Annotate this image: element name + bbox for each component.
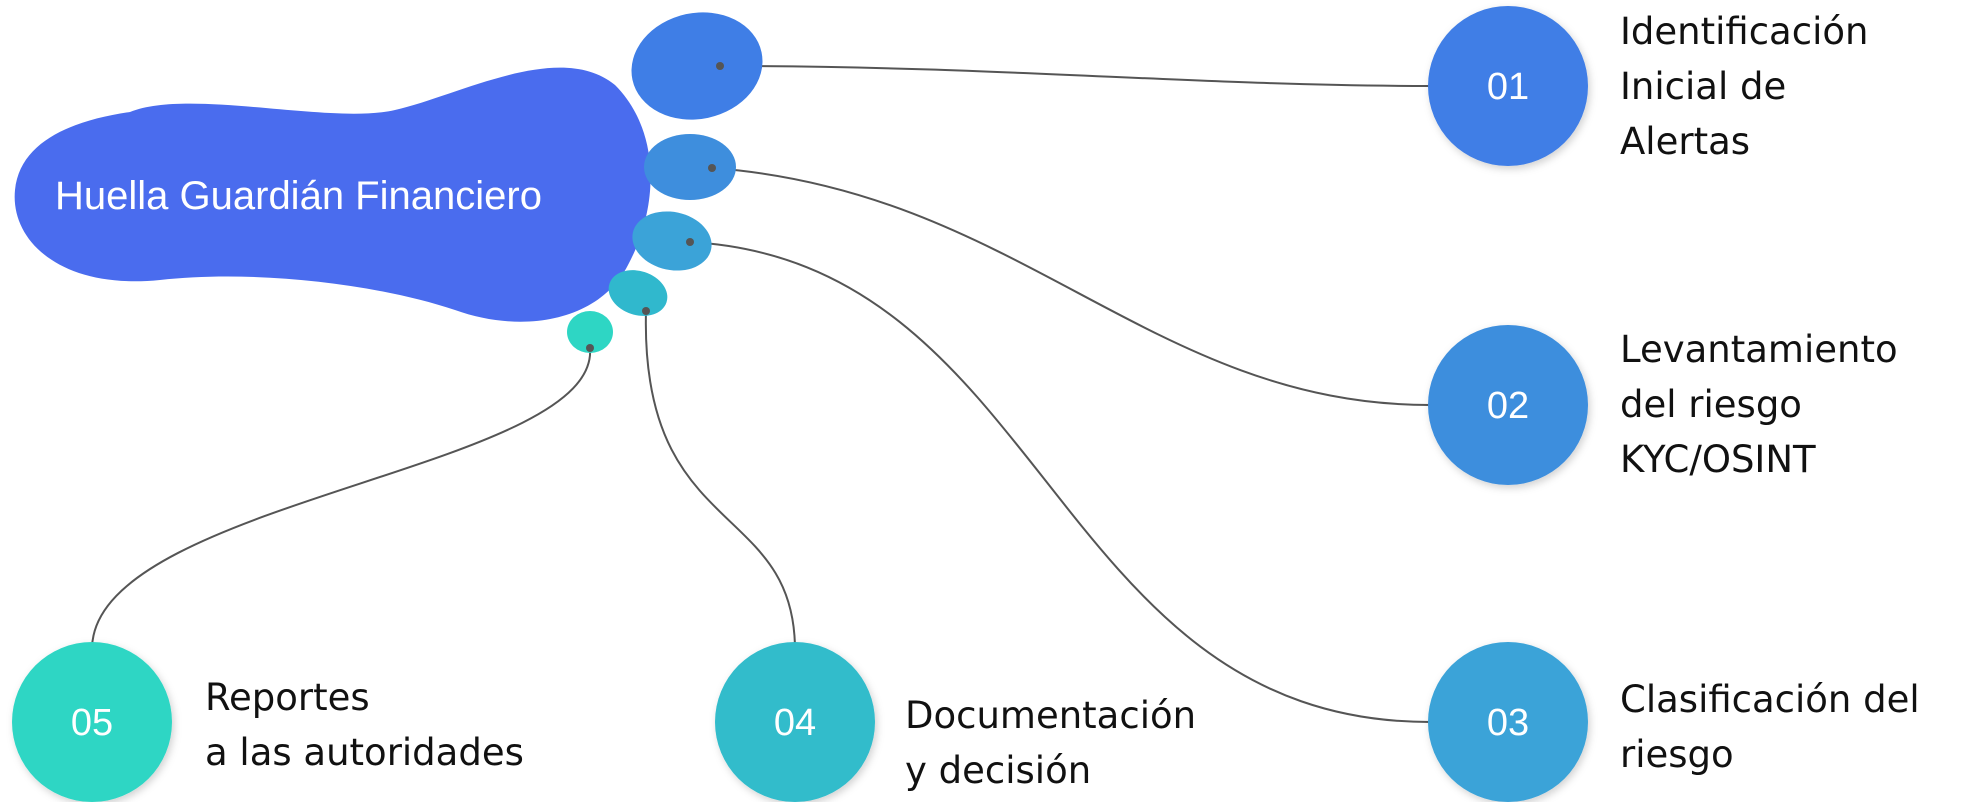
anchor-dot-1 [716,62,724,70]
step-label-03: Clasificación del riesgo [1620,672,1920,782]
step-circle-03 [1428,642,1588,802]
step-number-02: 02 [1487,385,1529,427]
step-label-05-line-1: Reportes [205,676,370,719]
step-label-01-line-3: Alertas [1620,120,1751,163]
step-circle-02 [1428,325,1588,485]
connector-04 [644,310,796,651]
step-number-04: 04 [774,702,816,744]
step-circle-05 [12,642,172,802]
step-label-01: Identificación Inicial de Alertas [1620,4,1868,169]
toe-3 [632,211,712,271]
anchor-dots [586,62,724,352]
step-numbers: 01 02 03 04 05 [71,66,1529,744]
step-number-03: 03 [1487,702,1529,744]
toe-2 [644,134,736,200]
step-label-02: Levantamiento del riesgo KYC/OSINT [1620,322,1898,487]
toe-5 [567,311,613,353]
toes [567,12,763,353]
step-label-01-line-2: Inicial de [1620,65,1787,108]
connector-02 [711,167,1431,406]
step-label-05-line-2: a las autoridades [205,731,524,774]
step-number-01: 01 [1487,66,1529,108]
anchor-dot-5 [586,344,594,352]
connector-05 [91,347,592,649]
step-label-05: Reportes a las autoridades [205,670,524,780]
connector-01 [719,65,1431,87]
anchor-dot-3 [686,238,694,246]
step-label-04-line-1: Documentación [905,694,1197,737]
step-label-04-line-2: y decisión [905,749,1092,792]
toe-4 [608,270,668,316]
foot-title: Huella Guardián Financiero [55,174,542,218]
step-label-04: Documentación y decisión [905,688,1196,798]
connector-03 [689,241,1431,723]
step-number-05: 05 [71,702,113,744]
step-label-02-line-1: Levantamiento [1620,328,1898,371]
step-circles [12,6,1588,802]
toe-1 [631,12,763,120]
foot-sole-shape [14,67,651,322]
connectors [91,65,1431,723]
step-circle-04 [715,642,875,802]
step-label-03-line-1: Clasificación del [1620,678,1920,721]
step-label-01-line-1: Identificación [1620,10,1869,53]
step-label-02-line-3: KYC/OSINT [1620,438,1816,481]
anchor-dot-2 [708,164,716,172]
step-circle-01 [1428,6,1588,166]
step-label-03-line-2: riesgo [1620,733,1734,776]
anchor-dot-4 [642,307,650,315]
step-label-02-line-2: del riesgo [1620,383,1802,426]
